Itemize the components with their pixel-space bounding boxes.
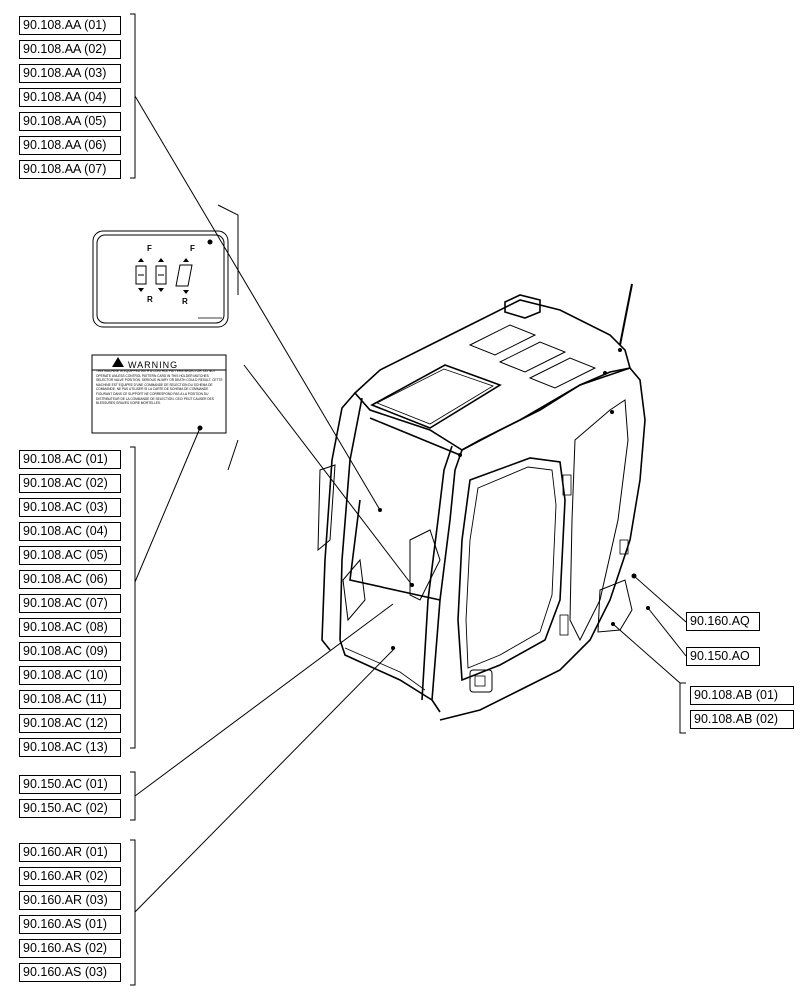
pattern-decal xyxy=(92,230,229,328)
callout-group-ac150: 90.150.AC (01) 90.150.AC (02) xyxy=(19,775,133,823)
callout-label[interactable]: 90.108.AC (04) xyxy=(19,522,121,541)
callout-aq[interactable]: 90.160.AQ xyxy=(686,612,760,631)
callout-label[interactable]: 90.108.AA (01) xyxy=(19,16,121,35)
callout-label[interactable]: 90.160.AR (02) xyxy=(19,867,121,886)
pattern-letter-f1: F xyxy=(147,244,152,253)
callout-label[interactable]: 90.108.AC (11) xyxy=(19,690,121,709)
callout-label[interactable]: 90.108.AC (03) xyxy=(19,498,121,517)
leader-ac-decal xyxy=(134,427,201,583)
callout-label[interactable]: 90.108.AC (07) xyxy=(19,594,121,613)
callout-label[interactable]: 90.108.AC (09) xyxy=(19,642,121,661)
callout-label[interactable]: 90.108.AC (05) xyxy=(19,546,121,565)
callout-label[interactable]: 90.160.AR (01) xyxy=(19,843,121,862)
warning-decal xyxy=(91,354,227,434)
callout-label[interactable]: 90.108.AC (06) xyxy=(19,570,121,589)
callout-label[interactable]: 90.108.AA (04) xyxy=(19,88,121,107)
callout-label[interactable]: 90.108.AC (01) xyxy=(19,450,121,469)
callout-label[interactable]: 90.150.AC (01) xyxy=(19,775,121,794)
callout-group-ar-as: 90.160.AR (01) 90.160.AR (02) 90.160.AR … xyxy=(19,843,133,987)
callout-label[interactable]: 90.160.AS (02) xyxy=(19,939,121,958)
callout-label[interactable]: 90.108.AA (07) xyxy=(19,160,121,179)
callout-label[interactable]: 90.108.AC (13) xyxy=(19,738,121,757)
callout-label[interactable]: 90.108.AA (03) xyxy=(19,64,121,83)
pattern-letter-r1: R xyxy=(147,295,153,304)
warning-text: THIS MACHINE IS EQUIPPED WITH A CONTROL … xyxy=(96,369,223,406)
callout-label[interactable]: 90.108.AC (08) xyxy=(19,618,121,637)
leader-aa xyxy=(134,95,381,511)
callout-label[interactable]: 90.150.AC (02) xyxy=(19,799,121,818)
callout-label[interactable]: 90.108.AC (10) xyxy=(19,666,121,685)
leader-aq xyxy=(633,575,687,623)
leader-ao xyxy=(647,607,687,657)
warning-title: WARNING xyxy=(128,360,179,370)
callout-label[interactable]: 90.108.AC (12) xyxy=(19,714,121,733)
callout-label[interactable]: 90.108.AA (02) xyxy=(19,40,121,59)
leader-ac150 xyxy=(134,603,394,797)
callout-group-aa: 90.108.AA (01) 90.108.AA (02) 90.108.AA … xyxy=(19,16,133,184)
callout-label[interactable]: 90.108.AA (05) xyxy=(19,112,121,131)
excavator-cab xyxy=(317,283,646,721)
callout-group-ac: 90.108.AC (01) 90.108.AC (02) 90.108.AC … xyxy=(19,450,133,762)
leader-ac-cab xyxy=(243,364,413,586)
callout-ao[interactable]: 90.150.AO xyxy=(686,647,760,666)
pattern-letter-r2: R xyxy=(182,297,188,306)
leader-ar-as xyxy=(134,647,396,913)
callout-ab-01[interactable]: 90.108.AB (01) xyxy=(690,686,794,705)
callout-ab-02[interactable]: 90.108.AB (02) xyxy=(690,710,794,729)
bracket-ar-as xyxy=(130,839,136,986)
callout-label[interactable]: 90.160.AS (01) xyxy=(19,915,121,934)
leader-ab xyxy=(612,623,686,734)
callout-label[interactable]: 90.160.AR (03) xyxy=(19,891,121,910)
bracket-ac xyxy=(130,446,136,749)
decal-bracket xyxy=(217,204,239,295)
callout-label[interactable]: 90.108.AC (02) xyxy=(19,474,121,493)
callout-label[interactable]: 90.160.AS (03) xyxy=(19,963,121,982)
callout-label[interactable]: 90.108.AA (06) xyxy=(19,136,121,155)
pattern-letter-f2: F xyxy=(190,244,195,253)
